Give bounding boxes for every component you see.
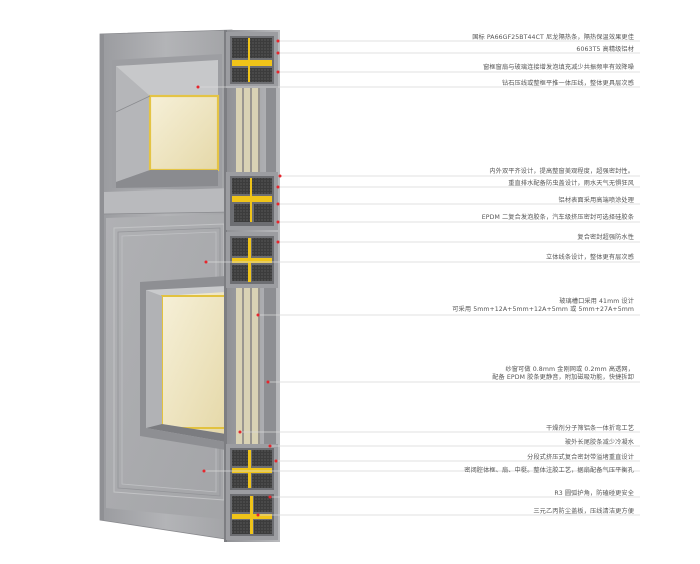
callout-sealed-cavity: 密闭腔体框、扇、中梃。整体注胶工艺，据扇配备气压平衡孔 [464, 467, 634, 474]
callout-glazing-bead: 钻石压线或整框平推一体压线，整体更具层次感 [501, 80, 634, 87]
callout-3d-lines: 立体线条设计，整体更有层次感 [545, 254, 634, 261]
callout-screen-mesh: 纱窗可做 0.8mm 金刚网或 0.2mm 高透网， 配备 EPDM 胶条更静音… [492, 366, 634, 382]
callout-long-tail-gasket: 玻外长尾胶条减少冷凝水 [564, 439, 634, 446]
callout-epdm-gasket: EPDM 二复合发泡胶条，汽车级挤压密封可选择硅胶条 [481, 214, 634, 221]
lower-sash [106, 214, 232, 520]
callout-r3-corner: R3 圆弧护角，防磕碰更安全 [554, 490, 634, 497]
callout-segmented-seal: 分段式挤压式复合密封带溢堵重直设计 [527, 454, 634, 461]
callout-drainage: 重直排水配备防虫盖设计，雨水天气无惧狂风 [508, 180, 634, 187]
callout-leaders [198, 40, 640, 516]
callout-screen-mesh-line2: 配备 EPDM 胶条更静音，附加磁吸功能，快捷拆卸 [492, 374, 634, 381]
upper-transom [112, 54, 222, 190]
profile-cross-section [224, 30, 280, 542]
callout-screen-mesh-line1: 纱窗可做 0.8mm 金刚网或 0.2mm 高透网， [505, 366, 634, 373]
callout-foam-fill-noise: 窗框窗扇与玻璃连接增发泡填充减少共振频率有效降噪 [483, 64, 634, 71]
callout-desiccant-spacer: 干燥剂分子筛铝条一体折弯工艺 [545, 425, 634, 432]
callout-thermal-break-strip: 国标 PA66GF25BT44CT 尼龙隔热条，隔热保温效果更佳 [472, 34, 634, 41]
callout-glass-slot-line2: 可采用 5mm+12A+5mm+12A+5mm 或 5mm+27A+5mm [452, 306, 634, 313]
callout-aluminum-grade: 6063T5 高精级铝材 [576, 46, 634, 53]
callout-markers [196, 39, 282, 517]
transom-bar [103, 188, 233, 215]
callout-flush-design: 内外双平齐设计，提高整窗美观程度，超强密封性。 [489, 168, 634, 175]
callout-dust-cover: 三元乙丙防尘盖板，压线清洁更方便 [533, 508, 634, 515]
callout-composite-seal: 复合密封超强防水性 [577, 234, 634, 241]
callout-glass-slot-line1: 玻璃槽口采用 41mm 设计 [559, 298, 634, 305]
callout-glass-slot: 玻璃槽口采用 41mm 设计 可采用 5mm+12A+5mm+12A+5mm 或… [452, 298, 634, 314]
callout-surface-coating: 铝材表面采用高端喷涂处理 [558, 197, 634, 204]
